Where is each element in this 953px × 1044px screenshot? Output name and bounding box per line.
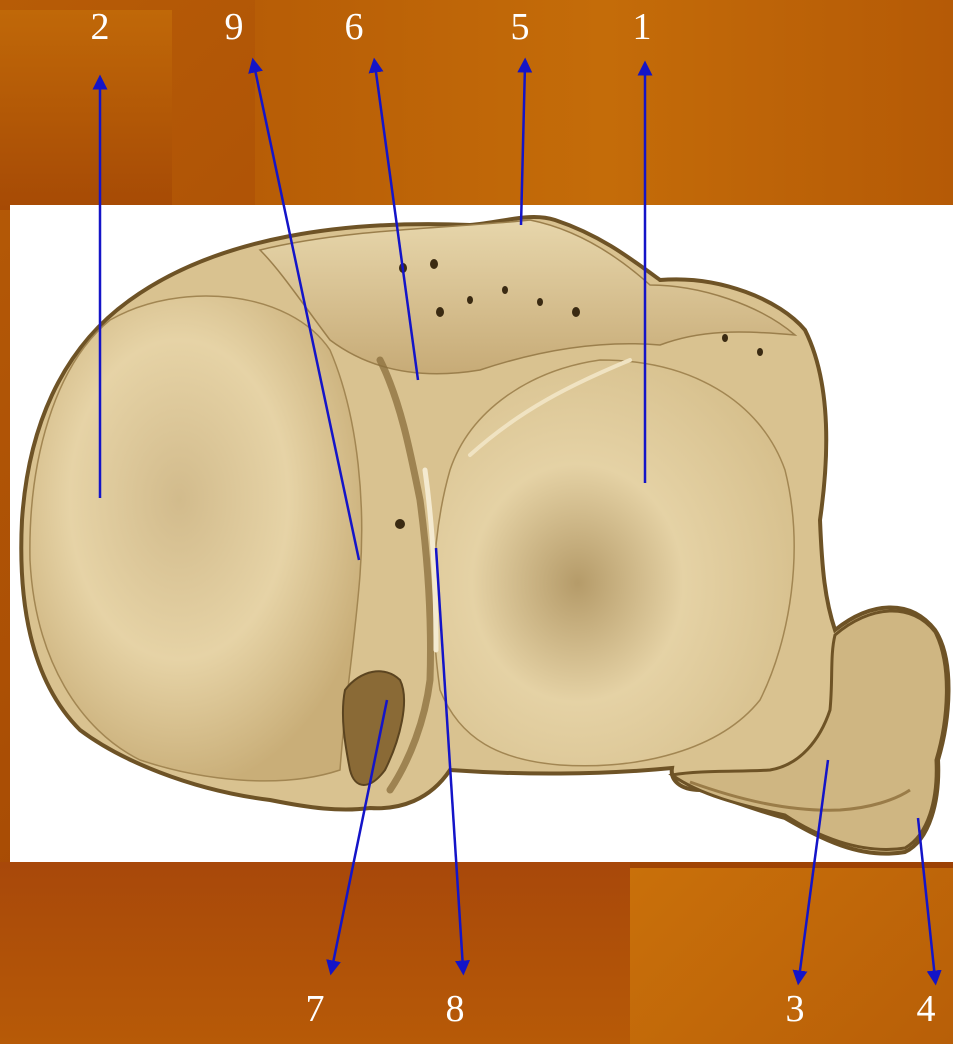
arrow-5: [521, 65, 525, 225]
label-6: 6: [334, 8, 374, 46]
right-articular-surface: [433, 360, 794, 766]
label-7: 7: [295, 990, 335, 1028]
label-8: 8: [435, 990, 475, 1028]
label-1: 1: [622, 8, 662, 46]
label-2: 2: [80, 8, 120, 46]
left-articular-surface: [30, 296, 362, 781]
label-5: 5: [500, 8, 540, 46]
label-9: 9: [214, 8, 254, 46]
arrow-4: [918, 818, 935, 978]
label-4: 4: [906, 990, 946, 1028]
label-3: 3: [775, 990, 815, 1028]
